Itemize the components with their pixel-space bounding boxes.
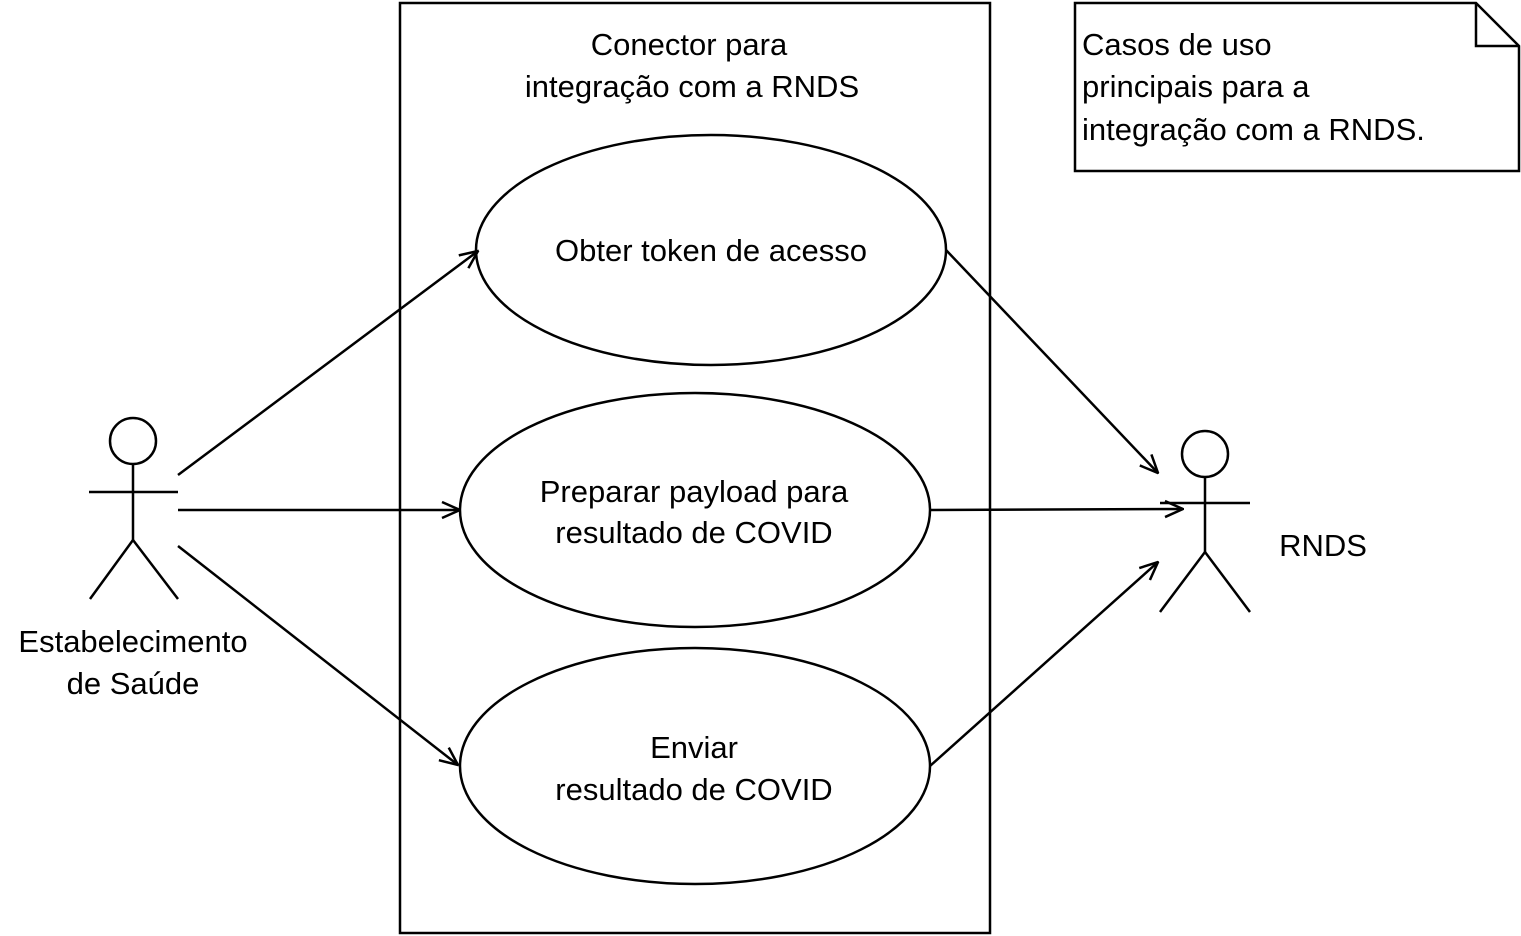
- system-title-line1: Conector para: [591, 27, 788, 62]
- use-case-ellipse: [458, 646, 932, 886]
- association-obter-token-to-rnds: [945, 249, 1158, 473]
- note: Casos de uso principais para a integraçã…: [1073, 1, 1521, 173]
- note-line1: Casos de uso: [1082, 27, 1272, 62]
- actor-rnds: RNDS: [1159, 429, 1367, 613]
- use-case-label-line1: Preparar payload para: [540, 474, 849, 509]
- use-case-enviar-resultado: Enviar resultado de COVID: [458, 646, 932, 886]
- actor-estabelecimento: Estabelecimento de Saúde: [18, 416, 248, 701]
- association-enviar-resultado-to-rnds: [929, 562, 1158, 767]
- actor-head: [108, 416, 158, 466]
- use-case-preparar-payload: Preparar payload para resultado de COVID: [458, 391, 932, 629]
- note-shape: [1073, 1, 1521, 173]
- actor-head: [1180, 429, 1230, 479]
- system-title-line2: integração com a RNDS: [525, 69, 859, 104]
- use-case-obter-token: Obter token de acesso: [474, 133, 948, 367]
- actor-leg-left: [1159, 551, 1206, 613]
- actor-label-line1: Estabelecimento: [18, 624, 247, 659]
- actor-leg-left: [88, 539, 135, 600]
- note-line3: integração com a RNDS.: [1082, 112, 1425, 147]
- association-to-enviar-resultado: [177, 545, 458, 765]
- note-fold: [1474, 3, 1519, 48]
- actor-label-line2: de Saúde: [67, 666, 200, 701]
- use-case-label-line1: Enviar: [650, 730, 738, 765]
- use-case-label-line2: resultado de COVID: [555, 515, 832, 550]
- use-case-label-line2: resultado de COVID: [555, 772, 832, 807]
- note-line2: principais para a: [1082, 69, 1310, 104]
- association-to-obter-token: [177, 251, 478, 477]
- use-case-label-line1: Obter token de acesso: [555, 233, 867, 268]
- actor-leg-right: [1204, 551, 1251, 613]
- association-preparar-payload-to-rnds: [929, 509, 1183, 510]
- actor-leg-right: [132, 539, 179, 600]
- use-case-ellipse: [458, 391, 932, 629]
- actor-label: RNDS: [1279, 528, 1367, 563]
